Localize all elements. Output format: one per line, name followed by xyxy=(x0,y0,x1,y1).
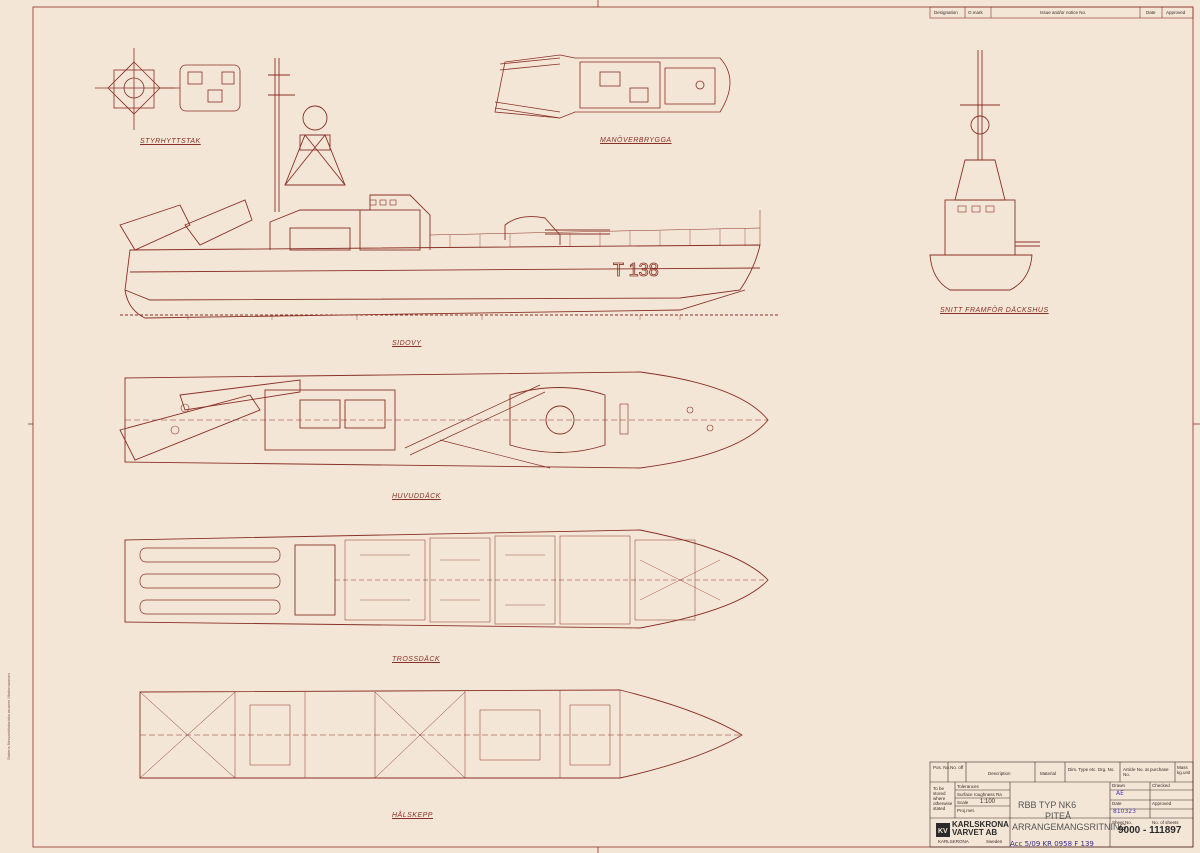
tb-vessel-type: RBB TYP NK6 xyxy=(1018,800,1077,810)
tb-date-value: 810323 xyxy=(1113,808,1136,815)
sidovy-caption: SIDOVY xyxy=(392,340,422,347)
tb-drawing-title: ARRANGEMANGSRITNING xyxy=(1012,822,1127,832)
manoverbrygga-caption: MANÖVERBRYGGA xyxy=(600,137,672,144)
company-name-line1: KARLSKRONA xyxy=(952,820,1009,829)
tb-article: Article No. at purchase No. xyxy=(1123,767,1169,777)
tb-vessel-name: PITEÅ xyxy=(1045,811,1072,821)
tb-date-label: Date xyxy=(1112,801,1122,806)
side-margin-text: Statens försvarshistoriska museer Marinm… xyxy=(6,673,11,760)
rev-designation-label: Designation xyxy=(934,10,958,15)
tb-no-sheets: No. of sheets xyxy=(1152,820,1179,825)
tb-scale-label: Scale xyxy=(957,800,969,805)
tb-description: Description xyxy=(988,771,1011,776)
styrhyttstak-caption: STYRHYTTSTAK xyxy=(140,138,201,145)
sidovy-view xyxy=(119,58,780,320)
snitt-caption: SNITT FRAMFÖR DÄCKSHUS xyxy=(940,307,1049,314)
rev-omark-label: O.mark xyxy=(968,10,983,15)
tb-sheet-no: Sheet No. xyxy=(1112,820,1133,825)
tb-drawn-value: AE xyxy=(1116,790,1124,797)
halskepp-view xyxy=(139,689,743,779)
tb-no-off: No. off xyxy=(950,765,964,770)
tb-mass: Mass kg.unit xyxy=(1177,765,1191,775)
rev-date-label: Date xyxy=(1146,10,1156,15)
title-block-lines xyxy=(929,761,1194,848)
hull-marking: T 138 xyxy=(613,260,659,280)
manoverbrygga-view xyxy=(494,54,731,119)
tb-dim: Dim. Type etc. Drg. No. xyxy=(1068,767,1115,772)
tb-tolerances: Tolerances xyxy=(957,784,979,789)
svg-text:KV: KV xyxy=(938,828,948,835)
styrhyttstak-view xyxy=(95,48,241,130)
tb-proj-label: Proj.met. xyxy=(957,808,976,813)
revision-table xyxy=(929,6,1194,19)
company-name-line2: VARVET AB xyxy=(952,828,998,837)
halskepp-caption: HÅLSKEPP xyxy=(392,812,433,819)
company-country: Sweden xyxy=(986,839,1003,844)
company-city: KARLSKRONA xyxy=(938,839,969,844)
trossdack-caption: TROSSDÄCK xyxy=(392,656,441,663)
tb-scale-value: 1:100 xyxy=(980,799,996,805)
trossdack-view xyxy=(124,529,769,629)
company-logo: KV KARLSKRONA VARVET AB KARLSKRONA Swede… xyxy=(936,820,1009,846)
tb-drawn: Drawn xyxy=(1112,783,1126,788)
rev-approved-label: Approved xyxy=(1166,10,1186,15)
huvuddack-caption: HUVUDDÄCK xyxy=(392,493,441,500)
tb-pos-no: Pos. No. xyxy=(933,765,951,770)
archive-note: Acc 5/09 KR 0958 F 139 xyxy=(1010,840,1094,848)
huvuddack-view xyxy=(119,371,769,469)
tb-drawing-number: 9000 - 111897 xyxy=(1118,825,1182,836)
tb-material: Material xyxy=(1040,771,1057,776)
kv-logo-icon: KV xyxy=(936,823,950,837)
tb-to-be-stored: To be stored where otherwise stated xyxy=(933,786,953,811)
tb-checked: Checked xyxy=(1152,783,1170,788)
rev-issue-label: Issue and/or notice No. xyxy=(1040,10,1087,15)
snitt-view xyxy=(929,50,1040,291)
tb-surface: Surface roughness Ra xyxy=(957,792,1002,797)
tb-approved: Approved xyxy=(1152,801,1172,806)
